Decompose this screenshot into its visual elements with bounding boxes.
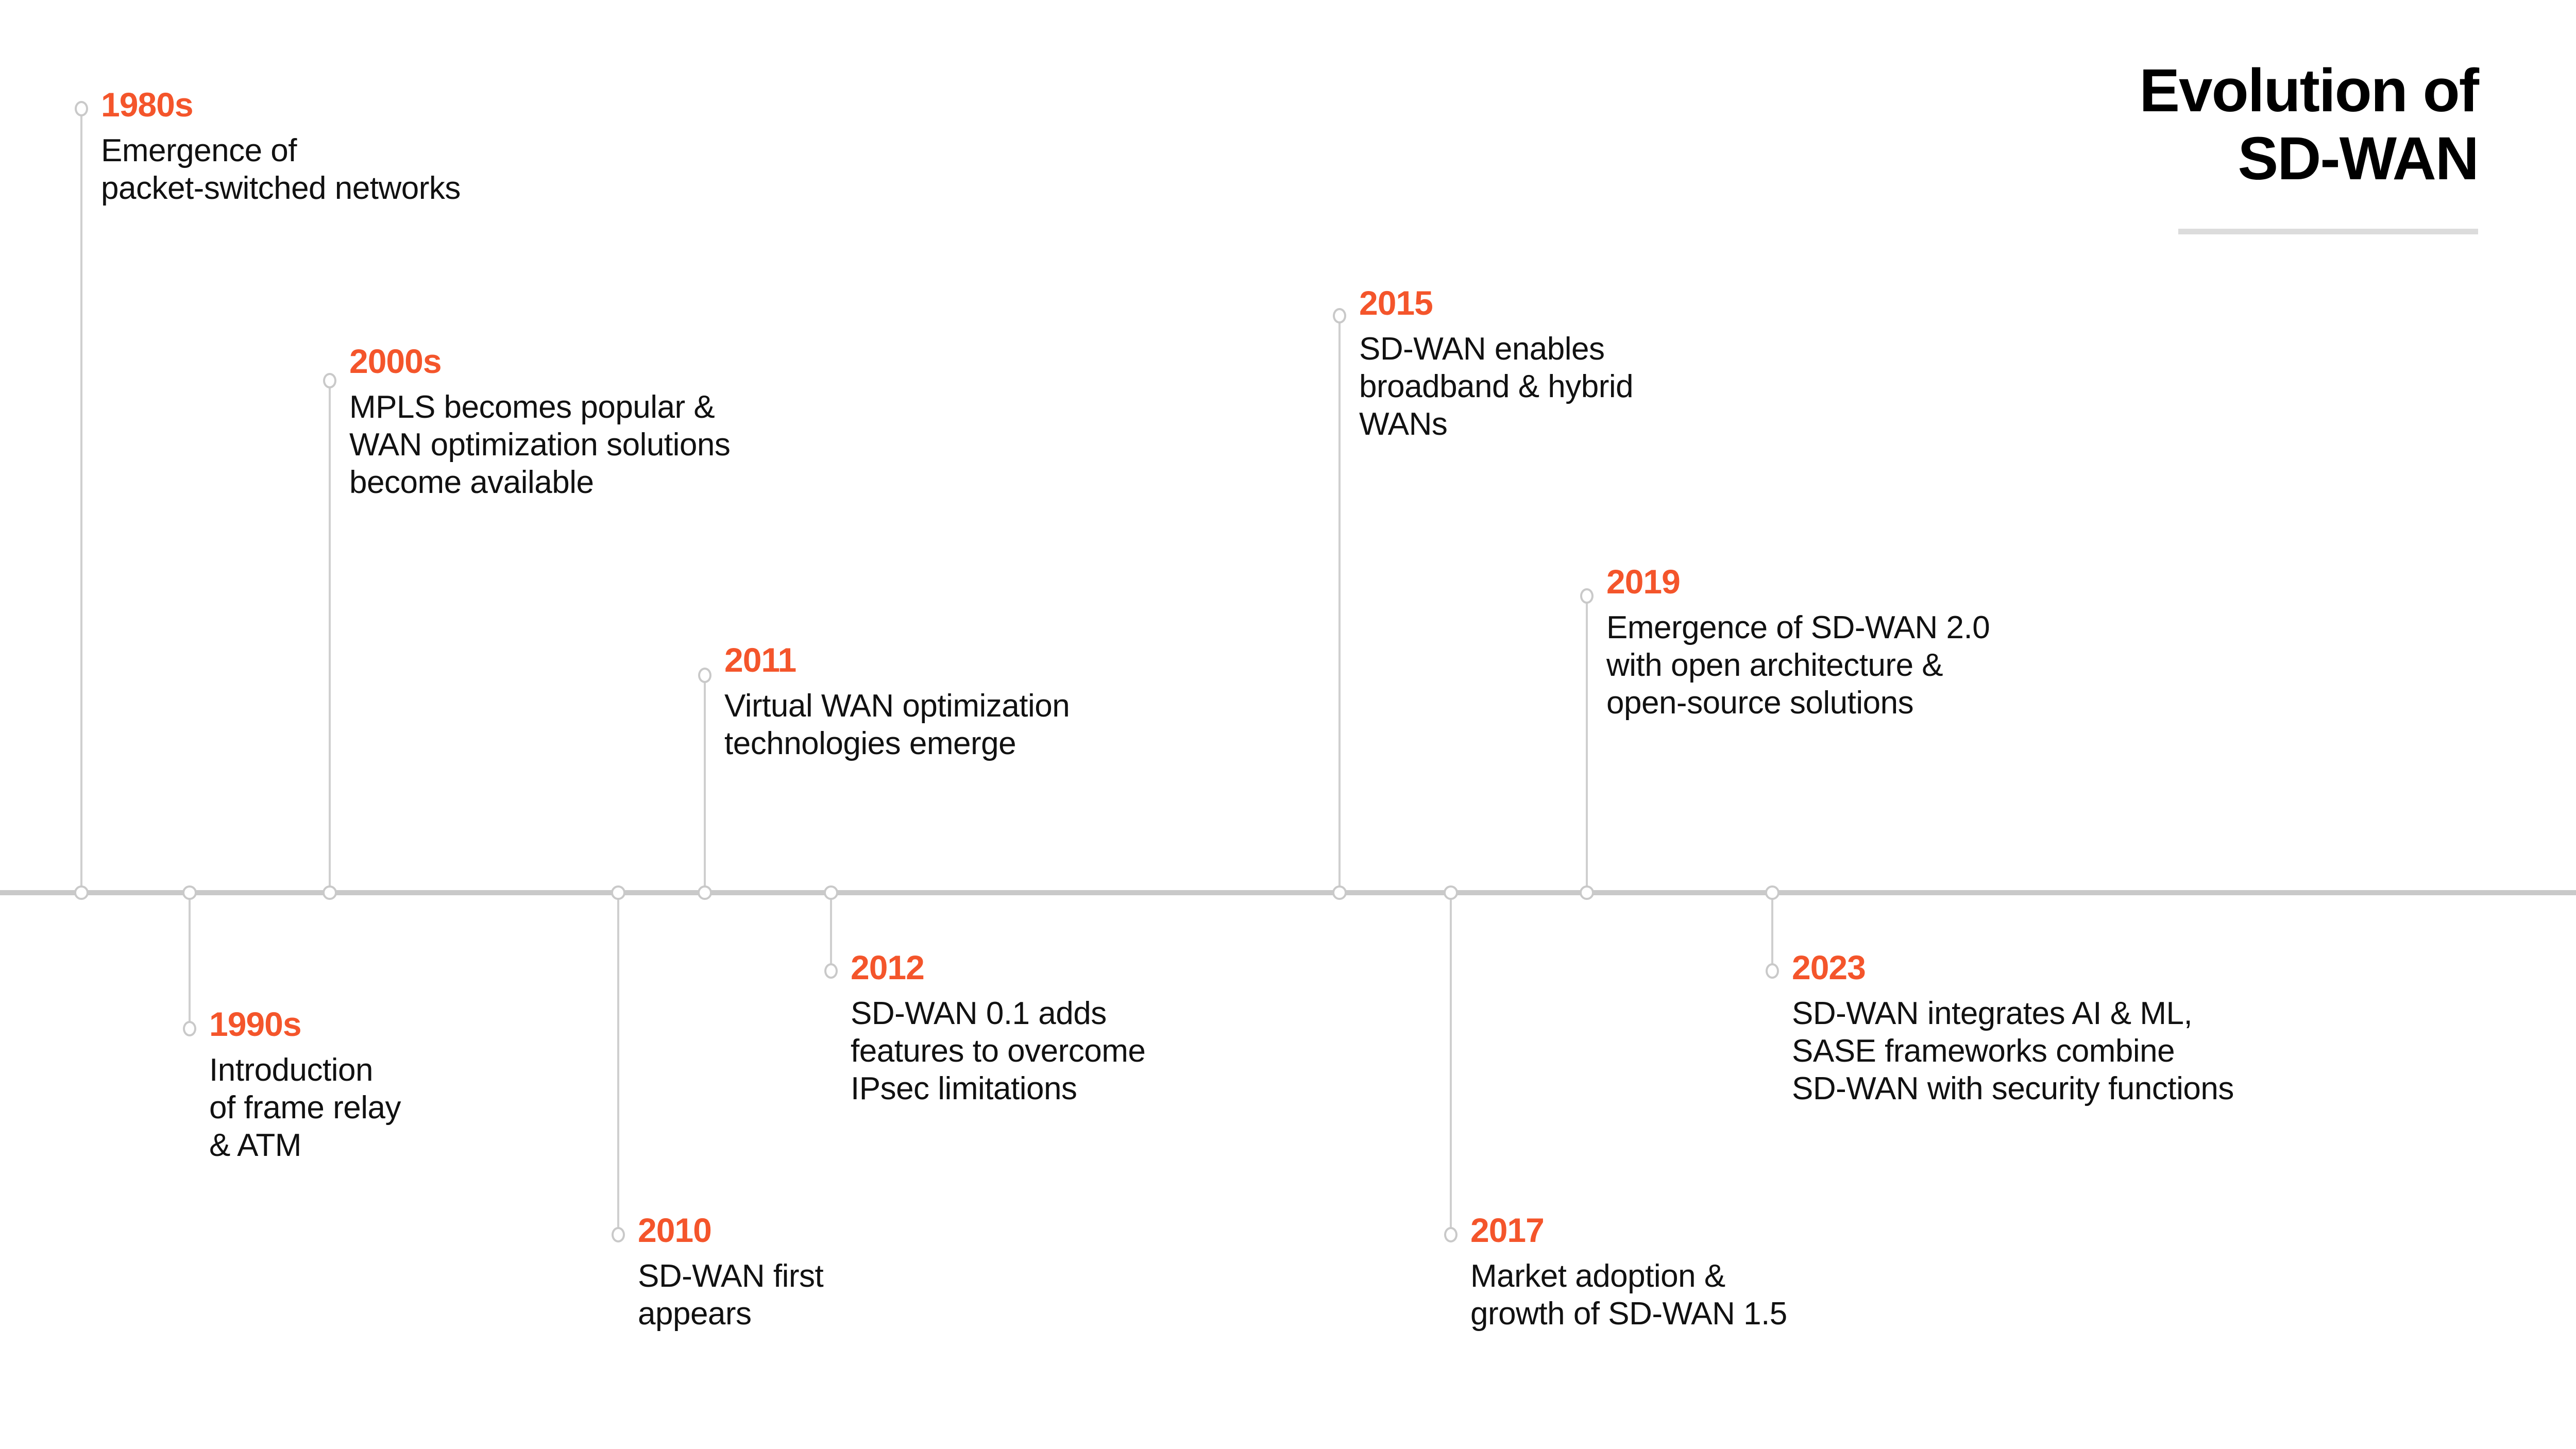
marker-axis-2011[interactable] (698, 885, 712, 900)
event-year-2000s: 2000s (349, 342, 442, 380)
marker-tip-2000s[interactable] (323, 373, 336, 388)
stem-2010 (617, 893, 619, 1235)
event-2023: 2023 SD-WAN integrates AI & ML, SASE fra… (1792, 950, 2565, 1107)
marker-tip-2010[interactable] (612, 1227, 625, 1242)
event-2019: 2019 Emergence of SD-WAN 2.0 with open a… (1606, 565, 2379, 722)
title-block: Evolution of SD-WAN (2139, 57, 2479, 235)
marker-axis-2010[interactable] (611, 885, 625, 900)
marker-tip-2011[interactable] (698, 668, 711, 683)
event-description-2012: SD-WAN 0.1 adds features to overcome IPs… (851, 996, 1146, 1107)
event-year-1990s: 1990s (209, 1005, 302, 1043)
event-year-2012: 2012 (851, 948, 925, 986)
marker-tip-2017[interactable] (1444, 1227, 1458, 1242)
marker-tip-2023[interactable] (1766, 963, 1779, 979)
marker-tip-1990s[interactable] (183, 1021, 196, 1036)
event-2017: 2017 Market adoption & growth of SD-WAN … (1470, 1213, 2140, 1333)
marker-axis-2023[interactable] (1765, 885, 1780, 900)
event-2011: 2011 Virtual WAN optimization technologi… (724, 643, 1446, 762)
page-title-line-2: SD-WAN (2238, 125, 2479, 193)
marker-tip-2019[interactable] (1580, 588, 1594, 604)
event-2015: 2015 SD-WAN enables broadband & hybrid W… (1359, 286, 1874, 443)
event-year-2015: 2015 (1359, 284, 1433, 322)
stem-2019 (1586, 595, 1588, 893)
event-description-1980s: Emergence of packet-switched networks (101, 133, 461, 207)
event-description-2015: SD-WAN enables broadband & hybrid WANs (1359, 331, 1634, 442)
event-2012: 2012 SD-WAN 0.1 adds features to overcom… (851, 950, 1417, 1107)
stem-2000s (329, 380, 331, 893)
marker-axis-1980s[interactable] (74, 885, 89, 900)
marker-tip-2015[interactable] (1333, 308, 1346, 323)
title-underline-rule (2178, 229, 2478, 235)
stem-1990s (189, 893, 191, 1029)
marker-tip-1980s[interactable] (75, 101, 88, 116)
marker-axis-2015[interactable] (1332, 885, 1347, 900)
marker-axis-1990s[interactable] (182, 885, 197, 900)
stem-2015 (1338, 315, 1341, 893)
event-1990s: 1990s Introduction of frame relay & ATM (209, 1007, 673, 1164)
marker-tip-2012[interactable] (824, 963, 838, 979)
stem-2011 (704, 675, 706, 893)
event-2000s: 2000s MPLS becomes popular & WAN optimiz… (349, 344, 1122, 501)
event-description-2023: SD-WAN integrates AI & ML, SASE framewor… (1792, 996, 2234, 1107)
stem-2012 (830, 893, 832, 971)
event-year-1980s: 1980s (101, 86, 194, 124)
marker-axis-2017[interactable] (1444, 885, 1458, 900)
event-year-2010: 2010 (638, 1211, 712, 1249)
event-description-2019: Emergence of SD-WAN 2.0 with open archit… (1606, 610, 1990, 721)
marker-axis-2012[interactable] (824, 885, 838, 900)
event-2010: 2010 SD-WAN first appears (638, 1213, 1153, 1333)
event-description-2000s: MPLS becomes popular & WAN optimization … (349, 389, 731, 501)
timeline-axis (0, 890, 2576, 895)
event-year-2011: 2011 (724, 641, 796, 679)
marker-axis-2019[interactable] (1580, 885, 1594, 900)
event-year-2019: 2019 (1606, 562, 1681, 601)
stem-1980s (80, 108, 82, 893)
event-description-2017: Market adoption & growth of SD-WAN 1.5 (1470, 1258, 1787, 1332)
event-description-1990s: Introduction of frame relay & ATM (209, 1052, 401, 1164)
event-year-2017: 2017 (1470, 1211, 1545, 1249)
event-description-2010: SD-WAN first appears (638, 1258, 824, 1332)
event-description-2011: Virtual WAN optimization technologies em… (724, 688, 1070, 762)
stem-2017 (1450, 893, 1452, 1235)
event-year-2023: 2023 (1792, 948, 1866, 986)
marker-axis-2000s[interactable] (323, 885, 337, 900)
stem-2023 (1771, 893, 1773, 971)
page-title-line-1: Evolution of (2139, 57, 2479, 125)
event-1980s: 1980s Emergence of packet-switched netwo… (101, 88, 822, 207)
